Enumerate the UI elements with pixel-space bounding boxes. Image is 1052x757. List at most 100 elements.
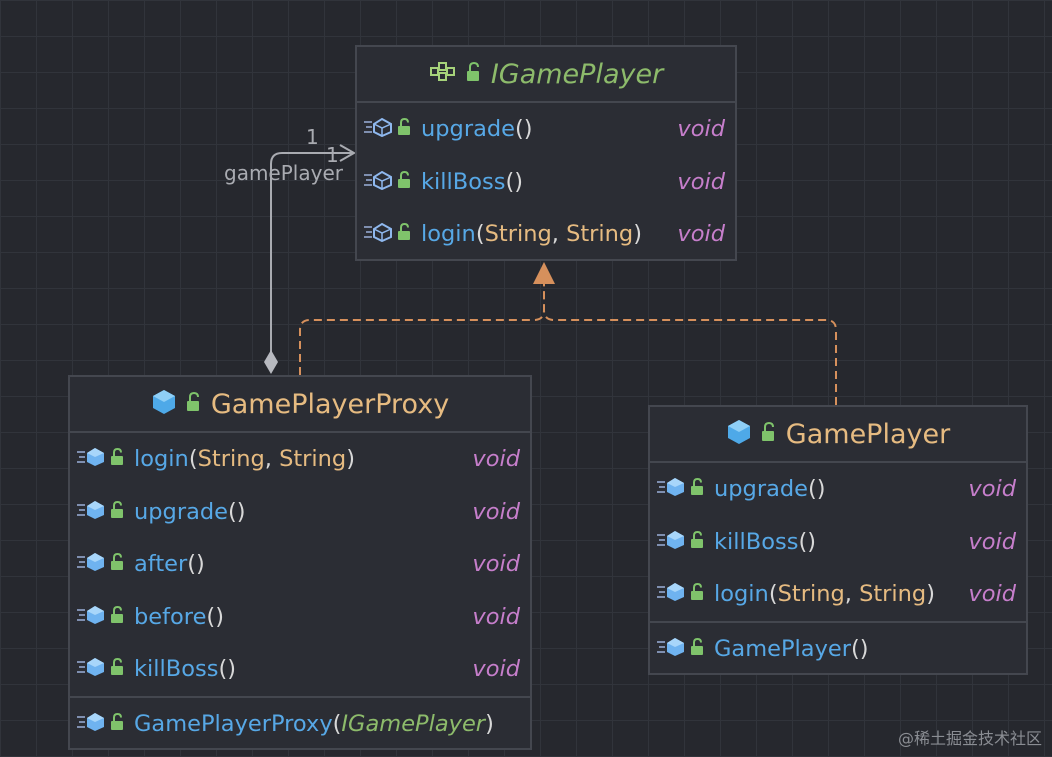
method-icons [656, 637, 714, 661]
method-row[interactable]: killBoss()void [70, 643, 530, 696]
paren: ) [807, 528, 816, 555]
paren: ) [514, 168, 523, 195]
paren: ( [228, 498, 237, 525]
method-row[interactable]: upgrade()void [357, 103, 735, 156]
abstract-method-icon [363, 117, 393, 141]
method-icons [656, 582, 714, 606]
visibility-public-icon [110, 605, 126, 628]
method-icons [363, 170, 421, 194]
return-type: void [472, 446, 520, 473]
proxy-class-box[interactable]: GamePlayerProxy login(String, String)voi… [68, 375, 532, 750]
comma: , [551, 221, 567, 248]
paren: ) [227, 656, 236, 683]
method-signature: upgrade() [421, 116, 677, 142]
param-type: String [484, 221, 552, 248]
method-row[interactable]: login(String, String)void [650, 568, 1026, 621]
method-icon [76, 500, 106, 524]
constructor-signature: GamePlayer() [714, 636, 1016, 662]
method-name: login [714, 581, 769, 608]
method-name: upgrade [714, 476, 808, 503]
constructor-row[interactable]: GamePlayer() [650, 623, 1026, 676]
constructor-name: GamePlayerProxy [134, 710, 333, 737]
method-icons [76, 657, 134, 681]
visibility-public-icon [690, 583, 706, 605]
player-class-header: GamePlayer [650, 407, 1026, 463]
abstract-method-icon [363, 170, 393, 194]
method-row[interactable]: after()void [70, 538, 530, 591]
method-icons [656, 530, 714, 554]
interface-title: IGamePlayer [490, 58, 664, 90]
paren: ( [768, 581, 778, 608]
visibility-public-icon [397, 118, 413, 140]
paren: ) [523, 116, 533, 143]
method-row[interactable]: killBoss()void [357, 156, 735, 209]
method-name: killBoss [421, 168, 506, 195]
player-class-title: GamePlayer [785, 418, 951, 450]
visibility-public-icon [110, 658, 126, 680]
method-signature: upgrade() [134, 499, 472, 525]
method-icons [363, 222, 421, 246]
method-row[interactable]: killBoss()void [650, 516, 1026, 569]
method-signature: upgrade() [714, 476, 968, 502]
comma: , [264, 446, 280, 473]
association-arrow [264, 144, 357, 374]
method-icon [76, 657, 106, 681]
method-icons [656, 477, 714, 501]
method-icons [76, 447, 134, 471]
paren: ( [218, 656, 228, 683]
method-name: after [134, 551, 188, 578]
method-row[interactable]: before()void [70, 591, 530, 644]
constructor-row[interactable]: GamePlayerProxy(IGamePlayer) [70, 698, 530, 751]
association-arrowhead [339, 144, 357, 162]
method-icon [656, 530, 686, 554]
paren: ) [215, 603, 224, 630]
method-icons [76, 605, 134, 629]
constructor-name: GamePlayer [714, 635, 851, 662]
method-row[interactable]: upgrade()void [70, 486, 530, 539]
method-row[interactable]: login(String, String)void [70, 433, 530, 486]
interface-header: IGamePlayer [357, 47, 735, 103]
method-icon [76, 447, 106, 471]
method-name: upgrade [134, 498, 228, 525]
method-icons [76, 552, 134, 576]
proxy-constructor-section: GamePlayerProxy(IGamePlayer) [70, 695, 530, 751]
method-name: killBoss [714, 528, 799, 555]
proxy-class-header: GamePlayerProxy [70, 377, 530, 433]
visibility-public-icon [110, 500, 126, 523]
method-signature: login(String, String) [714, 581, 968, 607]
paren: ( [515, 116, 524, 143]
param-type: String [279, 446, 347, 473]
paren: ( [188, 446, 198, 473]
method-row[interactable]: login(String, String)void [357, 208, 735, 261]
visibility-public-icon [690, 530, 706, 553]
method-signature: killBoss() [714, 529, 968, 555]
paren: ( [808, 476, 817, 503]
method-name: upgrade [421, 116, 515, 143]
method-signature: login(String, String) [421, 221, 677, 247]
comma: , [844, 581, 860, 608]
paren: ) [859, 635, 869, 662]
param-type: String [859, 581, 927, 608]
return-type: void [968, 528, 1016, 555]
visibility-public-icon [110, 448, 126, 470]
visibility-public-icon [110, 553, 126, 575]
paren: ) [196, 551, 205, 578]
association-line [270, 152, 352, 352]
method-icons [76, 500, 134, 524]
method-icons [76, 712, 134, 736]
association-role-label: gamePlayer [224, 161, 343, 185]
method-name: login [421, 221, 476, 248]
composition-diamond [264, 350, 278, 374]
return-type: void [472, 656, 520, 683]
multiplicity-target: 1 [326, 143, 339, 167]
return-type: void [677, 168, 725, 195]
method-signature: before() [134, 604, 472, 630]
method-row[interactable]: upgrade()void [650, 463, 1026, 516]
method-signature: killBoss() [134, 656, 472, 682]
method-signature: after() [134, 551, 472, 577]
